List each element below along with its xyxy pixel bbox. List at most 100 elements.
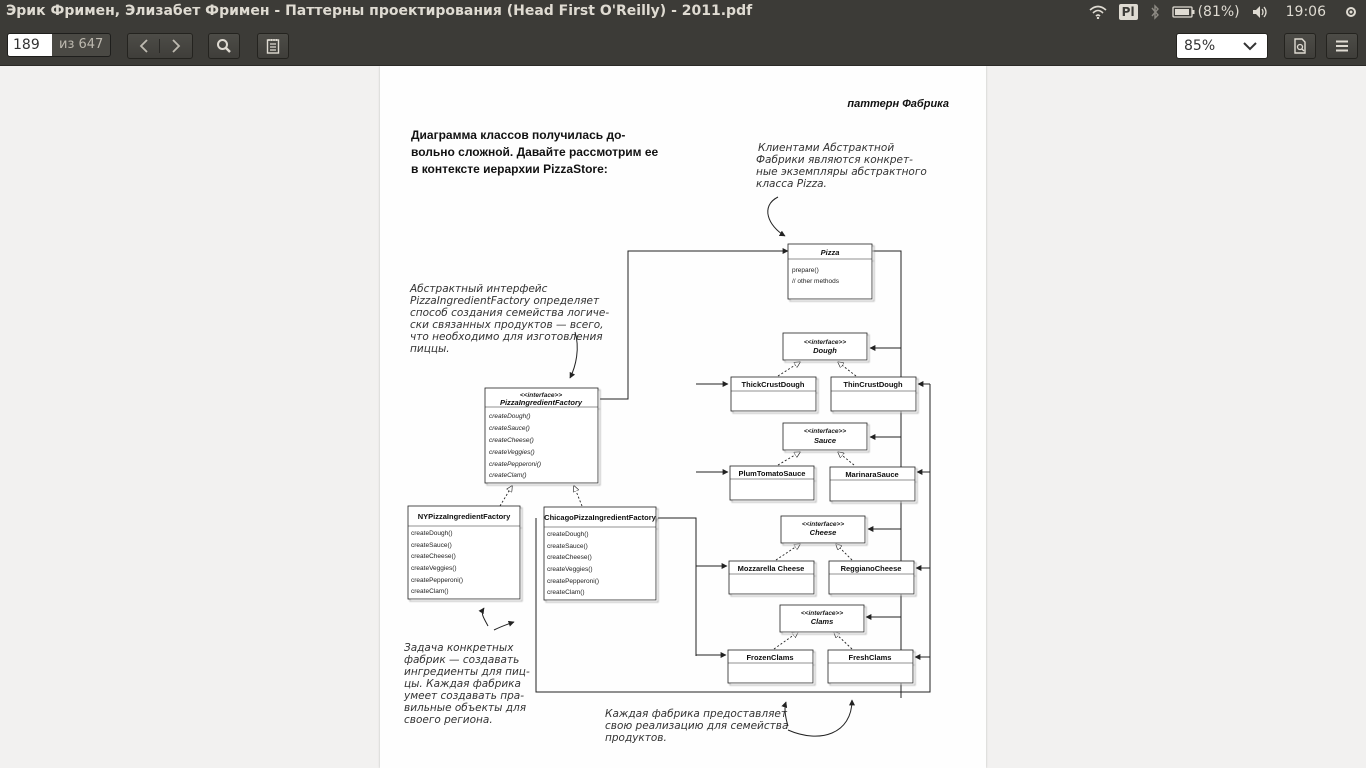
class-thick-crust-dough: ThickCrustDough	[730, 376, 817, 412]
class-name: Clams	[811, 617, 834, 626]
page-number-input[interactable]	[8, 34, 52, 56]
note-line: способ создания семейства логиче-	[410, 307, 609, 319]
class-cheese: <<interface>> Cheese	[780, 515, 866, 544]
class-mozzarella-cheese: Mozzarella Cheese	[728, 560, 815, 595]
note-line: ные экземпляры абстрактного	[756, 166, 927, 178]
class-method: createPepperoni()	[547, 578, 599, 585]
class-dough: <<interface>> Dough	[782, 332, 868, 361]
class-method: createCheese()	[411, 553, 456, 560]
class-frozen-clams: FrozenClams	[727, 649, 814, 684]
clock[interactable]: 19:06	[1285, 4, 1326, 20]
next-page-button[interactable]	[160, 39, 192, 53]
class-method: createVeggies()	[489, 449, 535, 456]
class-thin-crust-dough: ThinCrustDough	[830, 376, 917, 412]
window-title: Эрик Фримен, Элизабет Фримен - Паттерны …	[6, 3, 753, 19]
class-chicago-factory: ChicagoPizzaIngredientFactory createDoug…	[543, 506, 657, 601]
class-marinara-sauce: MarinaraSauce	[829, 466, 916, 502]
class-name: Pizza	[821, 248, 840, 257]
class-stereotype: <<interface>>	[804, 428, 846, 435]
realization-arrows	[499, 362, 857, 650]
search-button[interactable]	[208, 33, 240, 59]
note-line: Задача конкретных	[404, 642, 514, 654]
note-line: фабрик — создавать	[404, 654, 519, 666]
class-name: ThinCrustDough	[843, 380, 903, 389]
menu-button[interactable]	[1326, 33, 1358, 59]
class-reggiano-cheese: ReggianoCheese	[828, 560, 915, 595]
class-stereotype: <<interface>>	[802, 521, 844, 528]
class-name: ThickCrustDough	[742, 380, 805, 389]
notepad-icon	[266, 39, 280, 54]
page-content: паттерн Фабрика Диаграмма классов получи…	[403, 98, 949, 744]
class-method: createClam()	[411, 588, 449, 595]
class-ny-factory: NYPizzaIngredientFactory createDough() c…	[407, 505, 521, 600]
class-name: ReggianoCheese	[841, 564, 902, 573]
class-method: createVeggies()	[547, 566, 593, 573]
page-navigator: из 647	[7, 33, 111, 57]
page-nav-buttons	[127, 33, 193, 59]
note-line: вильные объекты для	[404, 702, 526, 714]
viewer-toolbar: из 647 85%	[0, 24, 1366, 66]
search-icon	[217, 39, 231, 53]
note-clients: Клиентами Абстрактной Фабрики являются к…	[756, 142, 927, 190]
bluetooth-icon[interactable]	[1144, 0, 1166, 24]
heading-line: вольно сложной. Давайте рассмотрим ее	[411, 145, 659, 159]
class-method: createClam()	[547, 589, 585, 596]
page-total-label: из 647	[59, 37, 104, 52]
class-method: createSauce()	[411, 542, 452, 549]
note-line: Фабрики являются конкрет-	[756, 154, 913, 166]
class-method: createClam()	[489, 472, 527, 479]
note-line: Абстрактный интерфейс	[409, 283, 548, 295]
class-name: Cheese	[810, 528, 837, 537]
class-name: Sauce	[814, 436, 836, 445]
class-pizza-ingredient-factory: <<interface>> PizzaIngredientFactory cre…	[484, 387, 599, 484]
class-name: Dough	[813, 346, 837, 355]
class-method: createCheese()	[489, 437, 534, 444]
section-heading: Диаграмма классов получилась до- вольно …	[411, 128, 659, 176]
note-line: свою реализацию для семейства	[605, 720, 788, 732]
class-stereotype: <<interface>>	[801, 610, 843, 617]
annotations-button[interactable]	[257, 33, 289, 59]
class-method: createDough()	[411, 530, 453, 537]
class-name: PlumTomatoSauce	[739, 469, 806, 478]
heading-line: Диаграмма классов получилась до-	[411, 128, 625, 142]
document-properties-button[interactable]	[1284, 33, 1316, 59]
class-method: createPepperoni()	[411, 577, 463, 584]
battery-indicator[interactable]: (81%)	[1166, 0, 1246, 24]
note-task: Задача конкретных фабрик — создавать инг…	[403, 642, 530, 726]
power-gear-icon[interactable]	[1338, 0, 1366, 24]
note-interface: Абстрактный интерфейс PizzaIngredientFac…	[409, 283, 609, 355]
class-name: PizzaIngredientFactory	[500, 398, 583, 407]
keyboard-layout-indicator[interactable]: Pl	[1113, 0, 1144, 24]
battery-percent: (81%)	[1197, 4, 1240, 20]
class-stereotype: <<interface>>	[520, 392, 562, 399]
class-fresh-clams: FreshClams	[827, 649, 914, 684]
volume-icon[interactable]	[1246, 0, 1276, 24]
system-tray: Pl (81%) 19:06	[1083, 0, 1366, 24]
battery-icon	[1171, 6, 1195, 18]
zoom-select[interactable]: 85%	[1176, 33, 1268, 59]
class-plum-tomato-sauce: PlumTomatoSauce	[729, 465, 815, 501]
note-line: продуктов.	[605, 732, 667, 744]
note-line: Каждая фабрика предоставляет	[605, 708, 788, 720]
class-name: NYPizzaIngredientFactory	[418, 512, 511, 521]
class-pizza: Pizza prepare() // other methods	[787, 243, 873, 300]
pdf-page: паттерн Фабрика Диаграмма классов получи…	[380, 66, 986, 768]
note-line: умеет создавать пра-	[403, 690, 524, 702]
wifi-icon[interactable]	[1083, 0, 1113, 24]
zoom-value: 85%	[1184, 38, 1216, 54]
note-line: ингредиенты для пиц-	[404, 666, 530, 678]
document-viewport[interactable]: паттерн Фабрика Диаграмма классов получи…	[0, 66, 1366, 768]
note-line: своего региона.	[404, 714, 493, 726]
keyboard-layout-label: Pl	[1118, 4, 1138, 20]
class-stereotype: <<interface>>	[804, 339, 846, 346]
note-line: класса Pizza.	[756, 178, 827, 190]
note-line: Клиентами Абстрактной	[758, 142, 894, 154]
note-line: цы. Каждая фабрика	[404, 678, 521, 690]
class-name: FreshClams	[849, 653, 892, 662]
heading-line: в контексте иерархии PizzaStore:	[411, 162, 608, 176]
system-top-bar: Эрик Фримен, Элизабет Фримен - Паттерны …	[0, 0, 1366, 24]
chevron-left-icon	[139, 39, 148, 53]
previous-page-button[interactable]	[128, 39, 160, 53]
class-method: createCheese()	[547, 554, 592, 561]
class-method: createDough()	[489, 413, 531, 420]
